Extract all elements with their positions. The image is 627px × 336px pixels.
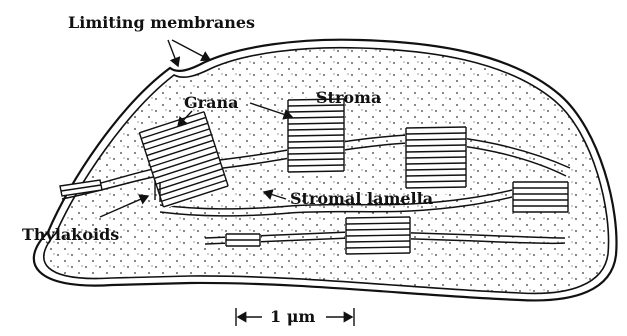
label-limiting-membranes: Limiting membranes [68,13,255,32]
granum-2 [287,98,345,174]
granum-5 [345,216,411,256]
granum-4 [512,180,570,212]
granum-3 [405,126,467,194]
label-stroma: Stroma [316,88,381,107]
label-scale-bar: 1 μm [270,307,315,326]
granum-6 [225,232,261,248]
label-grana: Grana [184,93,238,112]
label-stromal-lamella: Stromal lamella [290,189,433,208]
label-thylakoids: Thylakoids [22,225,119,244]
